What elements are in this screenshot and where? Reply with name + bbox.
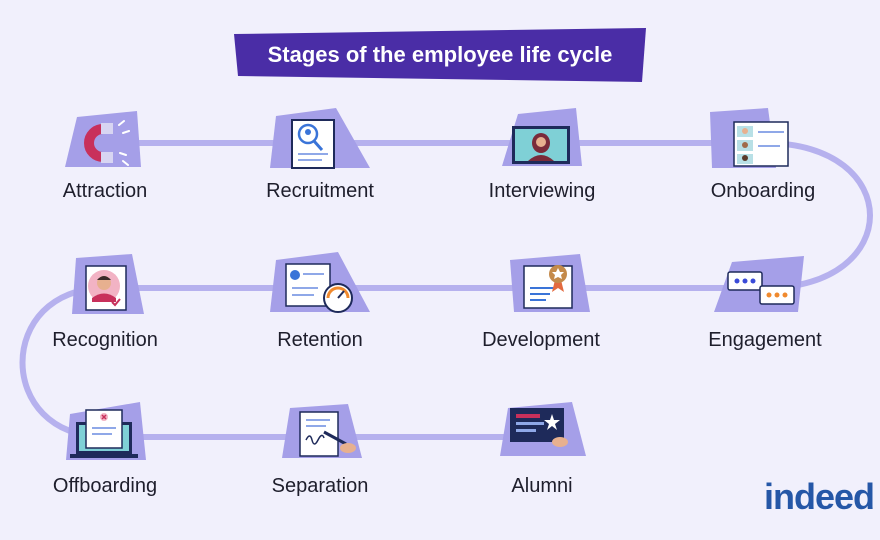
title-banner: Stages of the employee life cycle [234,28,646,82]
certificate-icon [510,254,590,312]
stage-label-recruitment: Recruitment [266,180,374,202]
resume-search-icon [270,108,370,169]
gauge-icon [270,252,370,313]
employee-badge-icon [72,254,144,314]
stage-label-retention: Retention [277,329,363,351]
laptop-document-icon [66,402,146,460]
video-conference-icon [710,108,789,168]
stage-label-alumni: Alumni [511,475,573,497]
signature-icon [282,404,362,458]
stage-label-attraction: Attraction [62,180,148,202]
magnet-icon [65,111,141,167]
star-card-icon [500,402,586,456]
stage-label-development: Development [482,329,600,351]
stage-label-onboarding: Onboarding [710,180,816,202]
stage-label-interviewing: Interviewing [488,180,596,202]
stage-label-recognition: Recognition [52,329,158,351]
page-title: Stages of the employee life cycle [267,42,613,67]
video-call-icon [502,108,582,166]
chat-bubbles-icon [714,256,804,312]
stage-label-separation: Separation [271,475,369,497]
stage-label-engagement: Engagement [708,329,822,351]
indeed-logo: indeed [764,476,875,517]
stage-label-offboarding: Offboarding [52,475,158,497]
